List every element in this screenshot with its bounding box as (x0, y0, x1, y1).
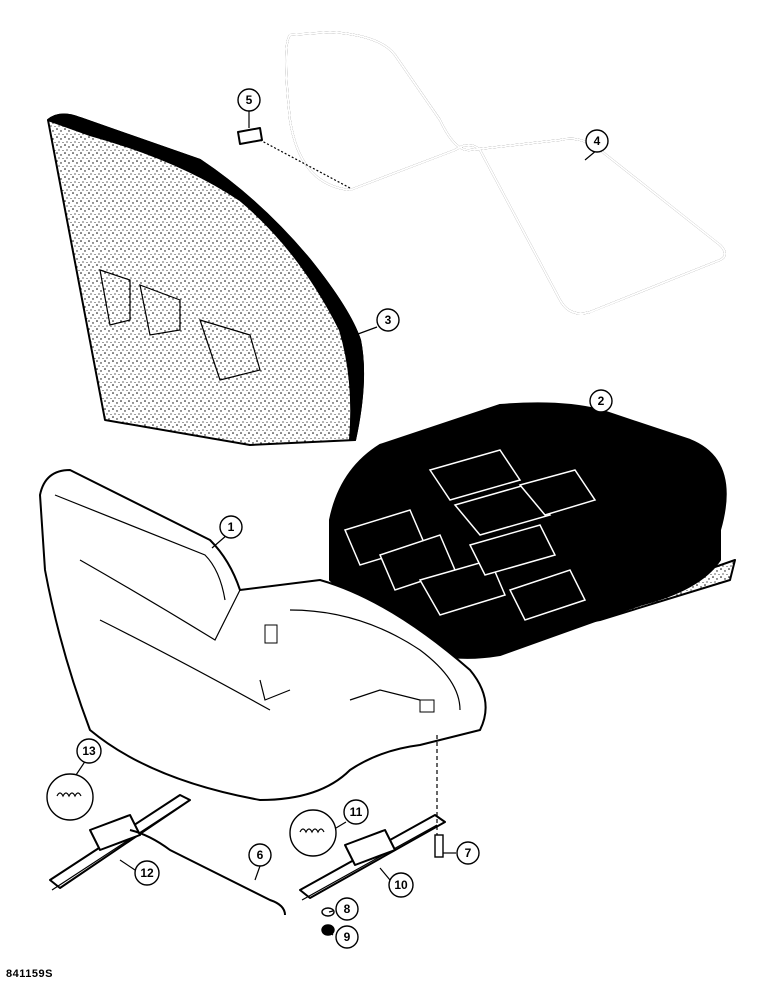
mounting-bolt (434, 735, 444, 858)
callout-13-label: 13 (82, 744, 96, 758)
callout-12: 12 (134, 860, 160, 886)
callout-6: 6 (248, 843, 272, 867)
left-seat-slide-rail (49, 794, 191, 891)
callout-1-label: 1 (228, 520, 235, 534)
callout-10: 10 (388, 872, 414, 898)
callout-6-label: 6 (257, 848, 264, 862)
callout-7-label: 7 (465, 846, 472, 860)
callout-9-label: 9 (344, 930, 351, 944)
callout-7: 7 (456, 841, 480, 865)
callout-12-label: 12 (140, 866, 154, 880)
figure-code: 841159S (6, 968, 53, 980)
callout-11: 11 (343, 799, 369, 825)
seat-shell (39, 469, 487, 801)
callout-4: 4 (585, 129, 609, 153)
backrest-cushion (47, 113, 365, 446)
seat-cushion (329, 402, 736, 659)
callout-5: 5 (237, 88, 261, 112)
callout-11-label: 11 (350, 805, 363, 819)
callout-9: 9 (335, 925, 359, 949)
callout-2-label: 2 (598, 394, 605, 408)
callout-10-label: 10 (394, 878, 408, 892)
seat-trim-frame (285, 30, 726, 315)
detail-circle-spring-left (46, 773, 94, 821)
callout-8: 8 (335, 897, 359, 921)
leader-lines (75, 111, 598, 936)
detail-circle-spring-right (289, 809, 337, 857)
callout-8-label: 8 (344, 902, 351, 916)
slide-rod (129, 829, 286, 916)
right-seat-slide-rail (299, 814, 446, 901)
trim-clip (237, 127, 351, 189)
callout-1: 1 (219, 515, 243, 539)
callout-4-label: 4 (594, 134, 601, 148)
callout-13: 13 (76, 738, 102, 764)
callout-5-label: 5 (246, 93, 253, 107)
callout-3: 3 (376, 308, 400, 332)
callout-2: 2 (589, 389, 613, 413)
hex-nut (321, 924, 335, 936)
lock-washer (321, 907, 335, 917)
callout-3-label: 3 (385, 313, 392, 327)
